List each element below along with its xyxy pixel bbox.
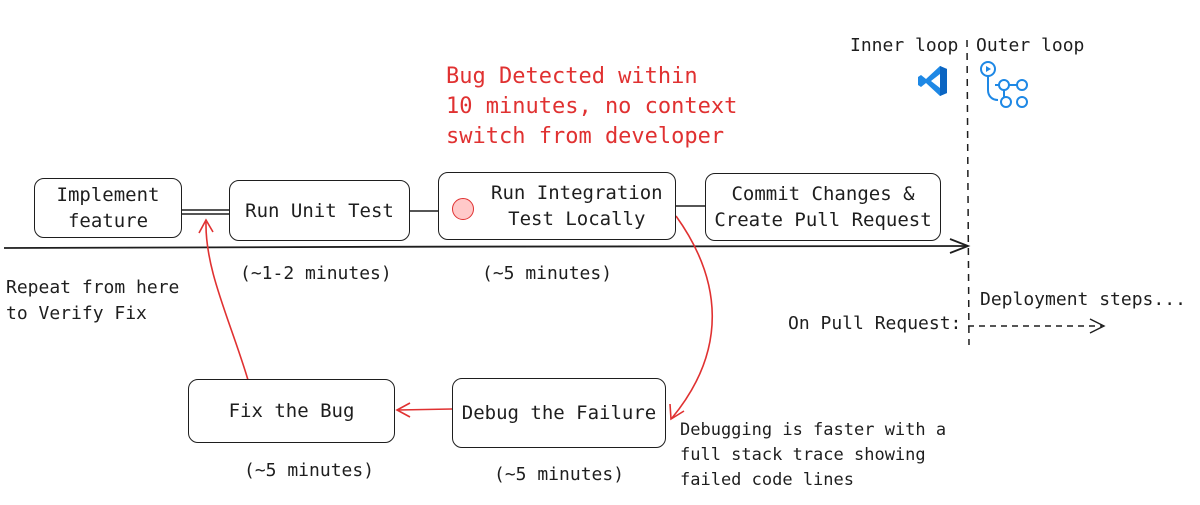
step-commit-create-pr: Commit Changes & Create Pull Request xyxy=(705,173,941,241)
step-run-unit-test: Run Unit Test xyxy=(229,180,410,241)
debugging-note: Debugging is faster with a full stack tr… xyxy=(680,420,947,490)
duration-unit-test: (~1-2 minutes) xyxy=(240,263,392,284)
step-fix-the-bug: Fix the Bug xyxy=(188,379,395,443)
timeline-arrowhead xyxy=(949,238,971,254)
arrow-debug-fix-head xyxy=(395,402,411,418)
step-run-integration-test: Run Integration Test Locally xyxy=(438,172,676,240)
repeat-note: Repeat from here to Verify Fix xyxy=(6,277,180,324)
arrow-fix-unit xyxy=(205,221,249,381)
duration-fix: (~5 minutes) xyxy=(244,460,375,481)
arrow-integration-debug-head xyxy=(669,403,685,421)
step-debug-the-failure: Debug the Failure xyxy=(452,378,666,448)
step-run-integration-test-label: Run Integration Test Locally xyxy=(491,182,663,230)
inner-loop-label: Inner loop xyxy=(850,35,959,56)
duration-debug: (~5 minutes) xyxy=(494,464,625,485)
connector-implement-unit xyxy=(182,209,232,215)
vscode-icon xyxy=(918,66,947,96)
outer-loop-label: Outer loop xyxy=(976,35,1085,56)
deployment-steps-label: Deployment steps... xyxy=(980,289,1186,310)
timeline-arrow xyxy=(3,245,967,249)
failure-indicator-dot xyxy=(452,198,474,220)
github-actions-icon xyxy=(980,61,1028,108)
arrow-integration-debug xyxy=(671,215,714,419)
duration-integration-test: (~5 minutes) xyxy=(482,263,613,284)
bug-detected-annotation: Bug Detected within 10 minutes, no conte… xyxy=(446,64,738,149)
loop-divider xyxy=(966,39,970,346)
pr-dashed-arrowhead xyxy=(1089,318,1106,334)
arrow-debug-fix xyxy=(397,408,453,411)
on-pull-request-label: On Pull Request: xyxy=(788,313,962,334)
arrow-fix-unit-head xyxy=(198,218,214,234)
step-implement-feature: Implement feature xyxy=(34,178,182,238)
